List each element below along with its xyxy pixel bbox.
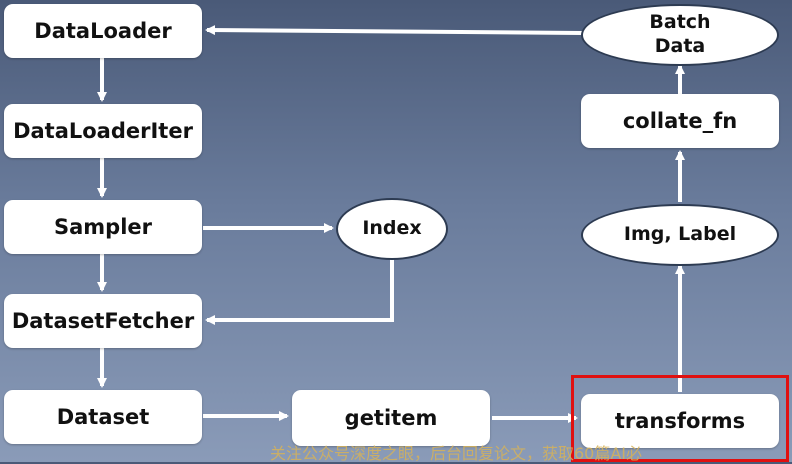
node-index: Index <box>336 198 448 260</box>
node-dataset: Dataset <box>4 390 202 444</box>
node-dataloader-iter: DataLoaderIter <box>4 104 202 158</box>
node-dataset-fetcher: DatasetFetcher <box>4 294 202 348</box>
node-img-label: Img, Label <box>581 204 779 266</box>
node-batch-data: Batch Data <box>581 4 779 66</box>
arrow-index-to-fetcher <box>205 258 394 325</box>
node-getitem: getitem <box>292 390 490 446</box>
node-transforms: transforms <box>581 394 779 448</box>
node-collate-fn: collate_fn <box>581 94 779 148</box>
node-dataloader: DataLoader <box>4 4 202 58</box>
arrow-batch-to-dataloader <box>205 25 583 36</box>
watermark-text: 关注公众号深度之眼，后台回复论文，获取60篇AI必 <box>270 444 643 463</box>
node-sampler: Sampler <box>4 200 202 254</box>
transforms-highlight <box>571 375 789 462</box>
